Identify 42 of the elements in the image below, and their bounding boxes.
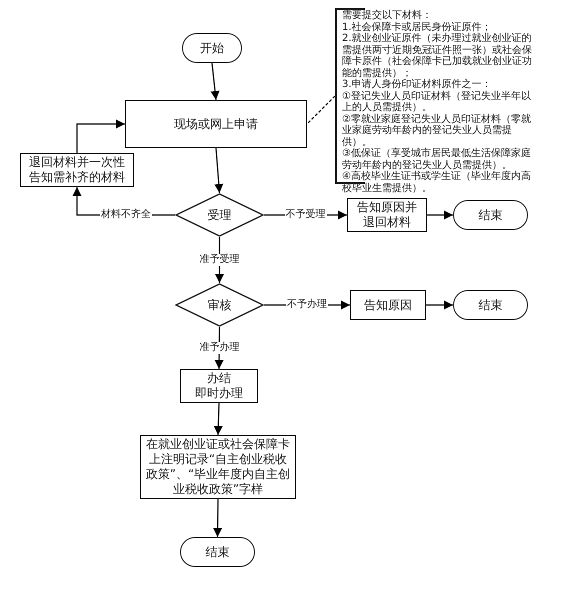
terminal-box xyxy=(453,290,528,320)
process-box xyxy=(180,369,258,403)
note-line: ②零就业家庭登记失业人员印证材料（零就业家庭劳动年龄内的登记失业人员需提供）。 xyxy=(342,114,532,148)
note-line: 2.就业创业证原件（未办理过就业创业证的需提供两寸近期免冠证件照一张）或社会保障卡原件（社会保障卡已加载就业创业证功能的需提供）； xyxy=(342,33,533,78)
node-label: 结束 xyxy=(478,298,502,312)
edge-label: 准予受理 xyxy=(198,254,240,266)
note-line: 3.申请人身份印证材料原件之一： xyxy=(342,79,493,90)
node-label: 退回材料并一次性告知需补齐的材料 xyxy=(28,155,126,185)
note-line: ③低保证（享受城市居民最低生活保障家庭劳动年龄内的登记失业人员需提供）。 xyxy=(342,148,532,170)
edge-label: 不予受理 xyxy=(284,209,326,221)
arrow xyxy=(426,300,453,310)
arrow xyxy=(210,62,220,100)
process-box xyxy=(125,100,307,148)
arrow xyxy=(214,148,224,194)
node-label: 受理 xyxy=(208,208,232,222)
arrow xyxy=(213,499,222,537)
edge-label: 材料不齐全 xyxy=(100,209,152,221)
leader-line xyxy=(306,96,336,124)
terminal-box xyxy=(453,200,528,230)
process-box xyxy=(347,198,427,232)
edge-label: 准予办理 xyxy=(198,342,240,354)
node-label: 告知原因并退回材料 xyxy=(356,200,418,230)
node-label: 结束 xyxy=(478,208,502,222)
arrow xyxy=(427,210,453,220)
note-line: 1.社会保障卡或居民身份证原件； xyxy=(342,22,493,32)
edge-label: 不予办理 xyxy=(286,299,328,311)
note-line: 需要提交以下材料： xyxy=(342,10,433,22)
process-box xyxy=(350,290,426,320)
node-label: 告知原因 xyxy=(364,298,412,312)
node-label: 现场或网上申请 xyxy=(174,116,258,132)
node-label: 办结 xyxy=(207,371,231,386)
arrow xyxy=(76,120,125,153)
node-label: 审核 xyxy=(208,298,232,312)
terminal-box xyxy=(182,33,242,63)
note-line: ①登记失业人员印证材料（登记失业半年以上的人员需提供）。 xyxy=(342,90,532,114)
node-label: 即时办理 xyxy=(195,386,243,401)
terminal-box xyxy=(180,537,255,567)
node-label: 在就业创业证或社会保障卡上注明记录“自主创业税收政策”、“毕业年度内自主创业税收政策”字样 xyxy=(145,437,291,497)
arrow xyxy=(214,402,223,436)
node-label: 开始 xyxy=(200,40,224,56)
node-label: 结束 xyxy=(206,544,230,560)
process-box xyxy=(20,153,134,187)
